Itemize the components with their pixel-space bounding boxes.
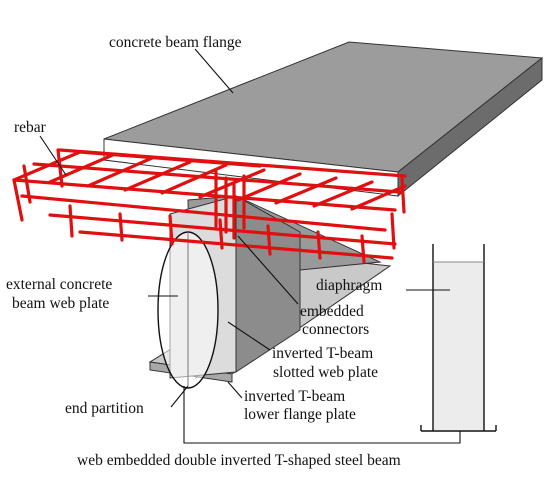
rebar-cage	[12, 148, 407, 264]
caption: web embedded double inverted T-shaped st…	[77, 452, 401, 469]
label-rebar: rebar	[14, 119, 47, 136]
caption-bracket	[183, 386, 461, 444]
label-lower-flange-1: inverted T-beam	[244, 388, 345, 405]
label-external-web-2: beam web plate	[12, 295, 109, 312]
diaphragm-section	[420, 244, 497, 432]
label-end-partition: end partition	[65, 400, 144, 417]
label-external-web-1: external concrete	[6, 276, 112, 293]
leader-lines	[39, 48, 450, 408]
label-concrete-beam-flange: concrete beam flange	[109, 34, 242, 51]
label-slotted-1: inverted T-beam	[272, 345, 373, 362]
diaphragm-fill	[433, 262, 484, 430]
label-slotted-2: slotted web plate	[273, 364, 378, 381]
label-embedded-2: connectors	[302, 321, 369, 338]
label-lower-flange-2: lower flange plate	[244, 406, 356, 423]
label-diaphragm: diaphragm	[316, 277, 382, 294]
label-embedded-1: embedded	[300, 303, 364, 320]
